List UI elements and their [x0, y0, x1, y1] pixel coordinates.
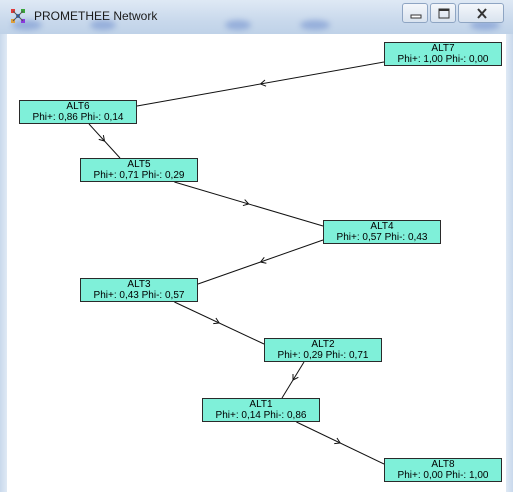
arrowhead-icon — [98, 135, 106, 142]
arrowhead-icon — [259, 257, 267, 264]
minimize-icon — [410, 14, 422, 19]
arrowhead-icon — [334, 437, 342, 445]
maximize-button[interactable] — [430, 3, 456, 23]
node-phi-values: Phi+: 1,00 Phi-: 0,00 — [397, 54, 489, 65]
arrowhead-icon — [292, 373, 299, 381]
maximize-icon — [438, 8, 450, 19]
node-phi-values: Phi+: 0,71 Phi-: 0,29 — [93, 170, 185, 181]
node-name: ALT1 — [249, 399, 273, 410]
node-name: ALT3 — [127, 279, 151, 290]
app-icon — [11, 9, 25, 23]
close-icon — [477, 8, 487, 19]
node-phi-values: Phi+: 0,00 Phi-: 1,00 — [397, 470, 489, 481]
node-phi-values: Phi+: 0,43 Phi-: 0,57 — [93, 290, 185, 301]
node-name: ALT6 — [66, 101, 90, 112]
window-frame-right — [506, 34, 513, 492]
node-phi-values: Phi+: 0,29 Phi-: 0,71 — [277, 350, 369, 361]
title-bar[interactable]: PROMETHEE Network — [0, 0, 513, 35]
minimize-button[interactable] — [402, 3, 428, 23]
node-name: ALT8 — [431, 459, 455, 470]
node-phi-values: Phi+: 0,14 Phi-: 0,86 — [215, 410, 307, 421]
node-name: ALT2 — [311, 339, 335, 350]
window-frame-left — [0, 34, 7, 492]
arrowhead-icon — [242, 199, 250, 207]
arrowhead-icon — [259, 79, 267, 87]
network-edges — [88, 61, 385, 465]
node-name: ALT4 — [370, 221, 394, 232]
node-phi-values: Phi+: 0,86 Phi-: 0,14 — [32, 112, 124, 123]
window-title: PROMETHEE Network — [34, 9, 158, 23]
arrowhead-icon — [213, 317, 221, 325]
node-name: ALT5 — [127, 159, 151, 170]
node-phi-values: Phi+: 0,57 Phi-: 0,43 — [336, 232, 428, 243]
node-name: ALT7 — [431, 43, 455, 54]
close-button[interactable] — [458, 3, 504, 23]
